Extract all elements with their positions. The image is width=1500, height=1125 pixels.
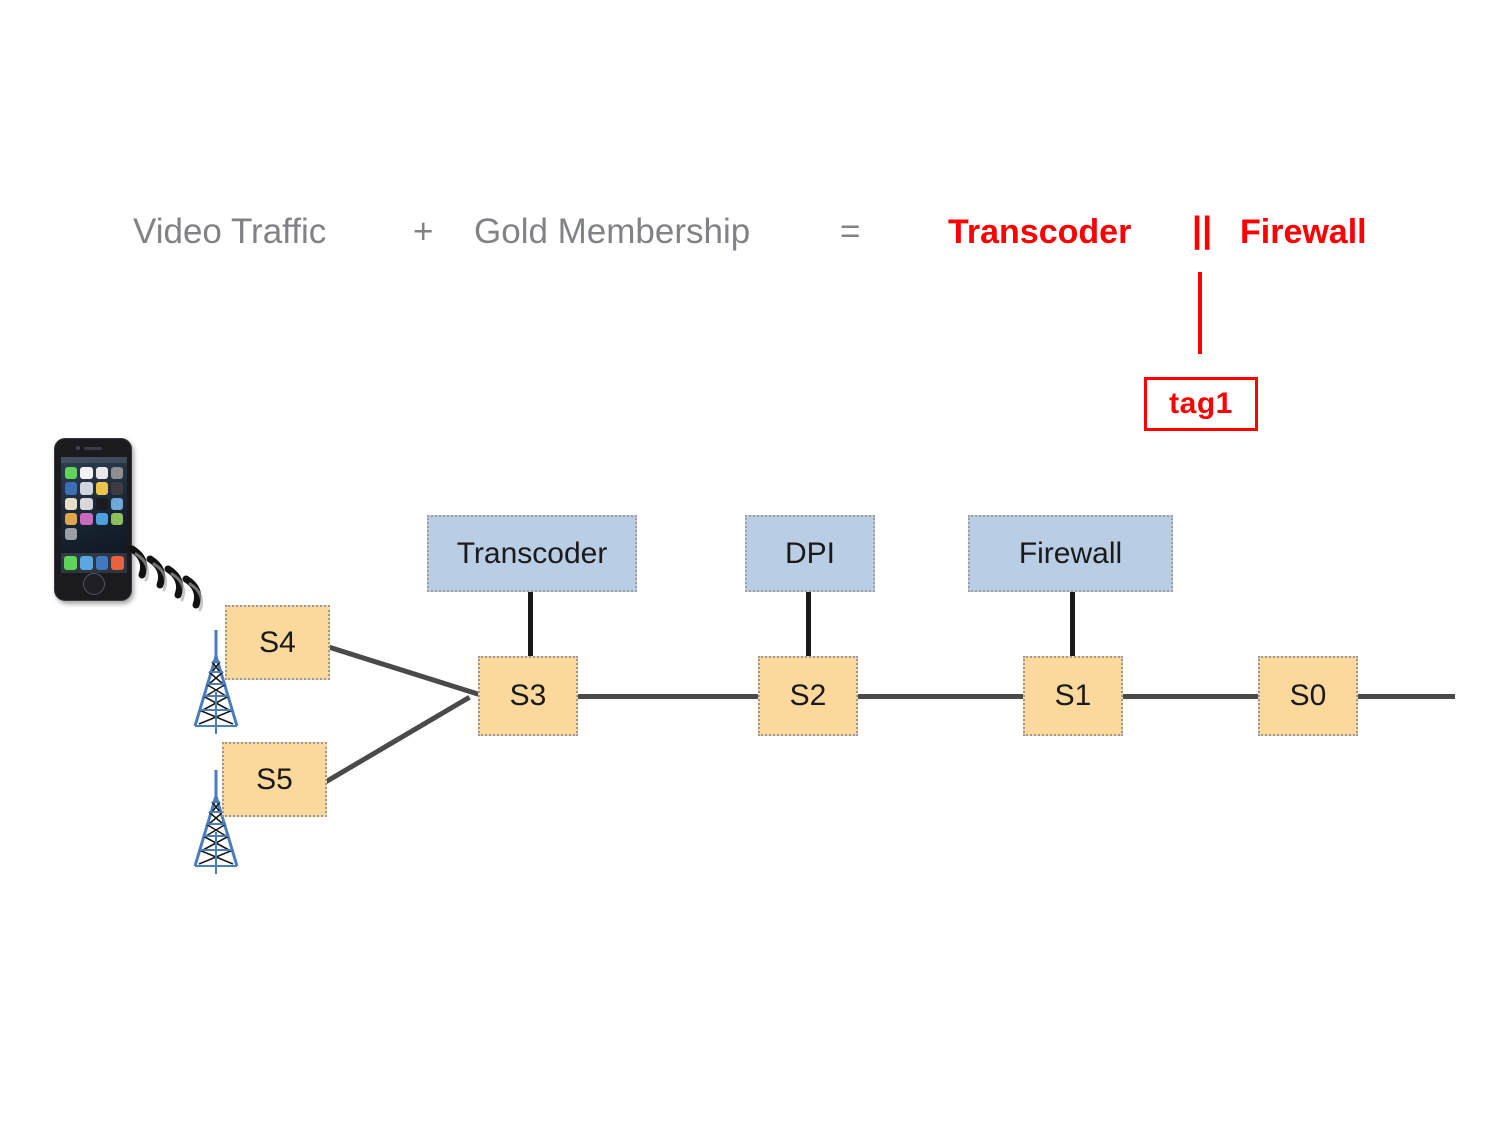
app-icon-clock2 <box>80 482 93 495</box>
app-icon-weather <box>65 482 78 495</box>
policy-equals-operator: = <box>840 212 861 251</box>
dock-icon-safari <box>95 556 109 570</box>
cell-tower-icon-lower <box>186 770 246 880</box>
switch-s1-label: S1 <box>1054 679 1092 712</box>
middlebox-firewall-label: Firewall <box>1018 536 1123 570</box>
link-s5-s3 <box>321 695 471 786</box>
switch-s0[interactable]: S0 <box>1258 656 1358 736</box>
link-s3-s2 <box>575 694 765 699</box>
app-icon-reminders <box>65 497 78 510</box>
link-s2-s1 <box>855 694 1030 699</box>
tag-label: tag1 <box>1169 387 1233 420</box>
switch-s0-label: S0 <box>1289 679 1327 712</box>
link-dpi-s2 <box>806 590 811 660</box>
smartphone-icon <box>54 438 132 601</box>
middlebox-transcoder[interactable]: Transcoder <box>427 515 637 592</box>
phone-dock <box>61 553 127 573</box>
policy-traffic-class: Video Traffic <box>133 212 327 251</box>
switch-s4-label: S4 <box>259 625 296 659</box>
app-icon-videos <box>110 497 123 510</box>
app-icon-maps <box>95 482 108 495</box>
switch-s3[interactable]: S3 <box>478 656 578 736</box>
tag-box: tag1 <box>1144 377 1258 431</box>
policy-service-first: Transcoder <box>948 213 1132 251</box>
app-icon-notes <box>110 482 123 495</box>
phone-speaker-icon <box>84 447 102 450</box>
phone-camera-icon <box>76 446 80 450</box>
switch-s2-label: S2 <box>789 679 827 712</box>
switch-s5[interactable]: S5 <box>222 742 327 817</box>
app-icon-settings <box>65 528 78 541</box>
phone-app-grid <box>61 463 127 541</box>
phone-screen <box>61 457 127 573</box>
app-icon-passbook <box>110 512 123 525</box>
app-icon-appstore <box>95 512 108 525</box>
switch-s2[interactable]: S2 <box>758 656 858 736</box>
cell-tower-icon-upper <box>186 630 246 740</box>
phone-body <box>54 438 132 601</box>
switch-s3-label: S3 <box>509 679 547 712</box>
policy-plus-operator: + <box>413 212 434 251</box>
middlebox-firewall[interactable]: Firewall <box>968 515 1173 592</box>
app-icon-photos <box>95 467 108 480</box>
link-s0-egress <box>1357 694 1455 699</box>
app-icon-camera <box>110 467 123 480</box>
link-firewall-s1 <box>1070 590 1075 660</box>
policy-expression: Video Traffic + Gold Membership = Transc… <box>0 196 1500 276</box>
link-s4-s3 <box>326 644 487 699</box>
policy-service-second: Firewall <box>1240 213 1367 251</box>
link-s1-s0 <box>1120 694 1265 699</box>
tag-connector-line <box>1198 272 1202 354</box>
middlebox-transcoder-label: Transcoder <box>456 536 608 570</box>
app-icon-gamecenter <box>65 512 78 525</box>
dock-icon-phone <box>64 556 77 570</box>
link-transcoder-s3 <box>528 590 533 660</box>
app-icon-itunes <box>80 512 93 525</box>
policy-chain-operator: || <box>1192 209 1213 250</box>
app-icon-calendar <box>80 467 93 480</box>
switch-s1[interactable]: S1 <box>1023 656 1123 736</box>
radio-waves-icon <box>128 543 228 618</box>
middlebox-dpi[interactable]: DPI <box>745 515 875 592</box>
phone-status-bar <box>61 457 127 463</box>
dock-icon-music <box>111 556 124 570</box>
phone-home-button <box>83 573 105 595</box>
switch-s5-label: S5 <box>256 762 293 796</box>
policy-subscriber-class: Gold Membership <box>474 212 751 251</box>
app-icon-newsstand <box>80 497 93 510</box>
middlebox-dpi-label: DPI <box>784 536 835 570</box>
switch-s4[interactable]: S4 <box>225 605 330 680</box>
app-icon-messages <box>65 467 78 480</box>
dock-icon-mail <box>79 556 93 570</box>
app-icon-clock <box>95 497 108 510</box>
